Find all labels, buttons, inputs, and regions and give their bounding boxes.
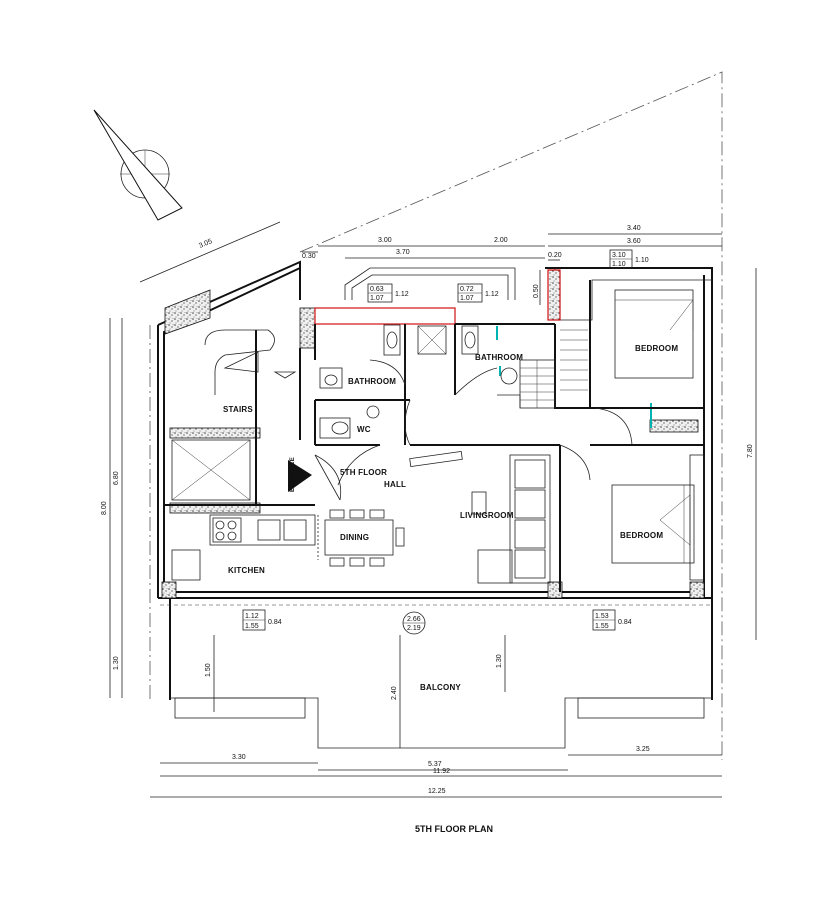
dim-200: 2.00	[494, 237, 508, 244]
label-bathroom-1: BATHROOM	[348, 377, 396, 386]
tag-w4-top: 1.12	[245, 613, 259, 620]
label-living: LIVINGROOM	[460, 511, 514, 520]
label-hall-line2: HALL	[384, 480, 406, 489]
dining-table	[317, 509, 405, 567]
tag-w2-top: 0.72	[460, 286, 474, 293]
structural-columns	[161, 269, 705, 599]
dim-1225: 12.25	[428, 788, 446, 795]
tag-w1-side: 1.12	[395, 291, 409, 298]
tag-w2-side: 1.12	[485, 291, 499, 298]
internal-stairs	[519, 329, 588, 409]
bathroom-fixtures	[319, 324, 518, 439]
dim-150: 1.50	[205, 663, 212, 677]
label-dining: DINING	[340, 533, 369, 542]
dim-050: 0.50	[533, 284, 540, 298]
dim-240: 2.40	[391, 686, 398, 700]
dim-300: 3.00	[378, 237, 392, 244]
tag-w3-side: 1.10	[635, 257, 649, 264]
plan-title: 5TH FLOOR PLAN	[415, 824, 493, 834]
label-stairs: STAIRS	[223, 405, 253, 414]
tag-w5-top: 2.66	[407, 616, 421, 623]
dim-325: 3.25	[636, 746, 650, 753]
kitchen-fixtures	[171, 514, 316, 581]
interior-walls	[164, 280, 704, 592]
dim-130b: 1.30	[496, 654, 503, 668]
dim-537: 5.37	[428, 761, 442, 768]
label-hall-line1: 5TH FLOOR	[340, 468, 387, 477]
dim-330: 3.30	[232, 754, 246, 761]
dim-020: 0.20	[548, 252, 562, 259]
dim-680: 6.80	[113, 471, 120, 485]
balcony	[160, 598, 713, 749]
tag-w4-bottom: 1.55	[245, 623, 259, 630]
label-bathroom-2: BATHROOM	[475, 353, 523, 362]
dim-1192: 11.92	[433, 768, 450, 775]
site-boundary	[149, 71, 723, 760]
label-entrance: ENTRANCE	[290, 457, 296, 492]
north-arrow-icon	[93, 109, 183, 221]
tag-w6-side: 0.84	[618, 619, 632, 626]
label-wc: WC	[357, 425, 371, 434]
label-bedroom-2: BEDROOM	[620, 531, 663, 540]
dim-030: 0.30	[302, 253, 316, 260]
tag-w5-bottom: 2.19	[407, 625, 421, 632]
shared-stairwell	[171, 329, 297, 501]
entrance-arrow-icon	[288, 460, 312, 492]
window-tags	[242, 249, 633, 635]
tag-w3-top: 3.10	[612, 252, 626, 259]
dim-780: 7.80	[747, 444, 754, 458]
tag-w2-bottom: 1.07	[460, 295, 474, 302]
label-balcony: BALCONY	[420, 683, 461, 692]
tag-w1-bottom: 1.07	[370, 295, 384, 302]
dimension-lines	[109, 221, 757, 798]
dim-360: 3.60	[627, 238, 641, 245]
dim-130: 1.30	[113, 656, 120, 670]
tag-w4-side: 0.84	[268, 619, 282, 626]
dim-305: 3.05	[198, 238, 213, 250]
doors	[314, 359, 633, 501]
tag-w6-bottom: 1.55	[595, 623, 609, 630]
tag-w6-top: 1.53	[595, 613, 609, 620]
label-bedroom-1: BEDROOM	[635, 344, 678, 353]
label-kitchen: KITCHEN	[228, 566, 265, 575]
bedroom-furniture	[611, 289, 705, 581]
living-furniture	[409, 450, 551, 584]
highlighted-walls-red	[314, 269, 561, 325]
tag-w3-bottom: 1.10	[612, 261, 626, 268]
dim-800: 8.00	[101, 501, 108, 515]
dim-340: 3.40	[627, 225, 641, 232]
dim-370: 3.70	[396, 249, 410, 256]
tag-w1-top: 0.63	[370, 286, 384, 293]
